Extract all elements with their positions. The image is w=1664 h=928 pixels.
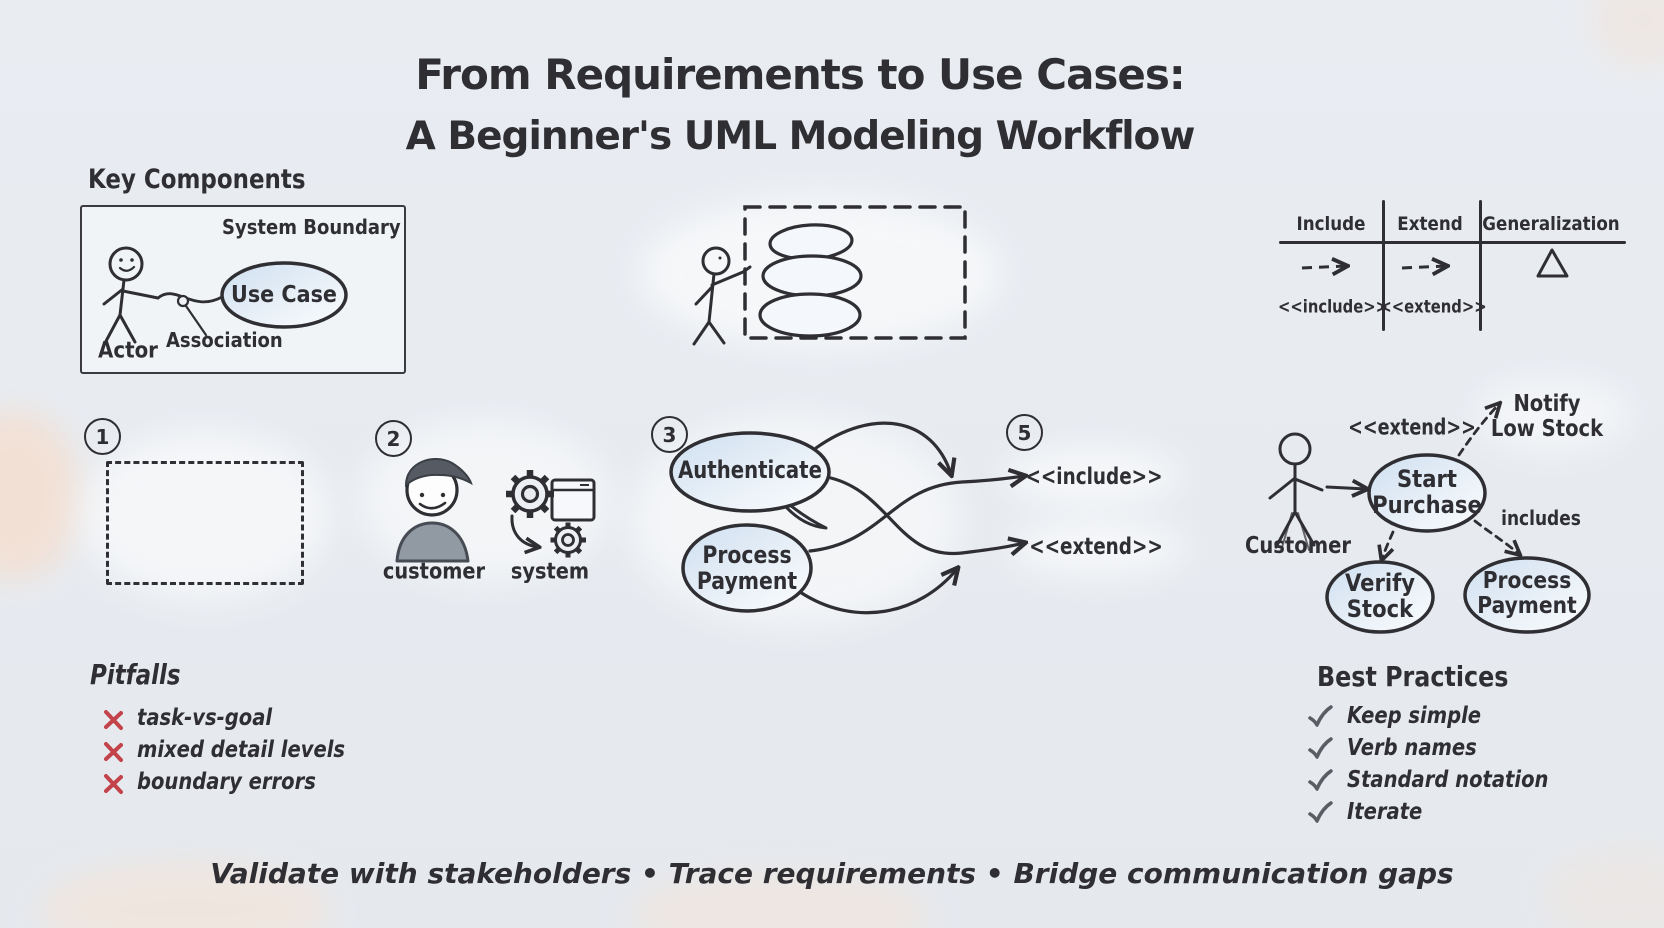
speech-tail	[784, 503, 828, 530]
step-1-badge: 1	[84, 418, 121, 455]
process-payment-ellipse	[681, 523, 813, 613]
actor-association-arrow	[1325, 487, 1366, 489]
best-practice-item: Iterate	[1347, 799, 1423, 825]
dashed-relations	[1382, 404, 1519, 559]
example-process-payment-label: Process Payment	[1477, 569, 1576, 619]
start-purchase-line2: Purchase	[1372, 491, 1482, 519]
system-boundary-label: System Boundary	[222, 215, 401, 239]
key-components-heading: Key Components	[88, 164, 306, 195]
notation-col-generalization: Generalization	[1482, 213, 1620, 235]
best-practice-item: Keep simple	[1347, 703, 1482, 729]
process-payment-line1: Process	[702, 541, 792, 569]
pitfall-item: task-vs-goal	[137, 705, 273, 731]
step-3-number: 3	[662, 422, 677, 447]
start-purchase-line1: Start	[1396, 465, 1458, 493]
verify-stock-line2: Stock	[1346, 595, 1414, 623]
system-icon-label: system	[510, 559, 590, 585]
example-customer-label: Customer	[1245, 533, 1351, 559]
pitfalls-heading: Pitfalls	[90, 658, 181, 691]
step-5-badge: 5	[1006, 414, 1043, 451]
association-label: Association	[166, 328, 283, 352]
start-purchase-label: Start Purchase	[1372, 466, 1482, 518]
customer-figure	[1268, 432, 1324, 552]
page-title-line2: A Beginner's UML Modeling Workflow	[405, 114, 1196, 159]
system-boundary-dashed-rect	[743, 205, 967, 340]
table-divider	[1382, 200, 1385, 331]
x-icon	[104, 742, 123, 762]
check-icon	[1308, 705, 1333, 727]
notation-col-extend: Extend	[1397, 213, 1463, 235]
step-2-badge: 2	[375, 420, 412, 457]
x-icon	[104, 774, 123, 794]
customer-icon-label: customer	[382, 559, 486, 585]
notify-line1: Notify	[1513, 391, 1581, 417]
dashed-arrow-icon	[1301, 256, 1363, 278]
small-gear	[550, 522, 586, 558]
customer-icon	[395, 458, 473, 563]
verify-stock-line1: Verify	[1344, 569, 1416, 597]
table-divider	[1279, 241, 1626, 244]
crossing-arrows	[798, 421, 1024, 615]
pitfall-item: boundary errors	[137, 769, 316, 795]
example-diagram-sketch	[1268, 385, 1591, 634]
peach-smudge	[0, 410, 80, 580]
extend-choice-label: <<extend>>	[1029, 534, 1163, 560]
use-case-stack	[758, 223, 863, 338]
example-extend-label: <<extend>>	[1348, 415, 1476, 441]
footer-tagline: Validate with stakeholders • Trace requi…	[210, 857, 1454, 890]
check-icon	[1308, 801, 1333, 823]
step-1-empty-boundary	[106, 461, 304, 585]
example-payment-line2: Payment	[1477, 593, 1577, 619]
best-practice-item: Standard notation	[1347, 767, 1549, 793]
start-purchase-ellipse	[1367, 453, 1487, 533]
dashed-arrow-icon	[1401, 256, 1463, 278]
check-icon	[1308, 769, 1333, 791]
pitfall-item: mixed detail levels	[137, 737, 346, 763]
actor-figure	[102, 246, 160, 345]
step-2-number: 2	[386, 426, 401, 451]
step-5-number: 5	[1017, 420, 1032, 445]
x-icon	[104, 710, 123, 730]
authenticate-ellipse	[669, 431, 831, 513]
relationship-confusion-sketch	[669, 421, 1070, 615]
system-icon	[506, 470, 596, 558]
table-divider	[1479, 200, 1482, 331]
step-1-number: 1	[95, 424, 110, 449]
notify-low-stock-label: Notify Low Stock	[1491, 392, 1603, 442]
process-payment-ellipse-2	[1463, 556, 1591, 634]
use-case-ellipse	[220, 261, 348, 329]
extend-stereotype: <<extend>>	[1379, 296, 1487, 318]
verify-stock-ellipse	[1325, 560, 1435, 634]
overview-sketch	[692, 205, 967, 346]
notation-col-include: Include	[1296, 213, 1366, 235]
use-case-label: Use Case	[231, 282, 337, 308]
include-stereotype: <<include>>	[1278, 296, 1388, 318]
actor-label: Actor	[98, 338, 158, 364]
key-components-sketch	[102, 246, 348, 345]
notify-line2: Low Stock	[1490, 416, 1604, 442]
includes-label: includes	[1501, 506, 1581, 530]
verify-stock-label: Verify Stock	[1345, 570, 1415, 622]
generalization-triangle-icon	[1536, 248, 1569, 278]
authenticate-label: Authenticate	[678, 456, 822, 484]
example-payment-line1: Process	[1482, 568, 1572, 594]
page-title-line1: From Requirements to Use Cases:	[415, 50, 1185, 99]
step-3-badge: 3	[651, 416, 688, 453]
process-payment-line2: Payment	[696, 567, 798, 595]
best-practice-item: Verb names	[1347, 735, 1477, 761]
process-payment-label: Process Payment	[697, 542, 797, 594]
presenter-figure	[692, 246, 752, 346]
best-practices-heading: Best Practices	[1317, 660, 1509, 693]
include-choice-label: <<include>>	[1025, 464, 1163, 490]
notation-table: Include Extend Generalization <<include>…	[1278, 198, 1626, 333]
association-line	[156, 292, 224, 337]
check-icon	[1308, 737, 1333, 759]
